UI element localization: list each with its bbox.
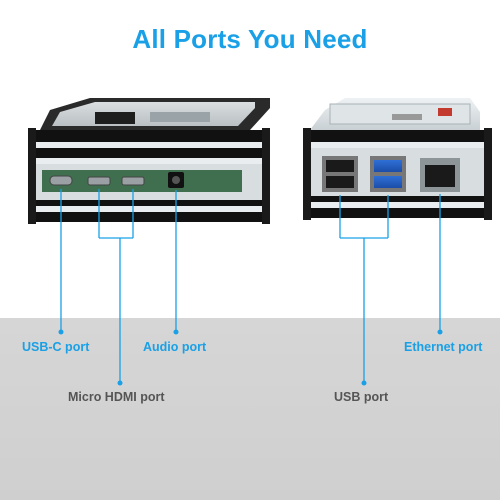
audio-port-label: Audio port [143,340,207,354]
page-title: All Ports You Need [132,24,368,54]
callout-lines [58,189,443,386]
right-case [303,98,492,220]
usb-c-port-label: USB-C port [22,340,90,354]
floor-background [0,318,500,500]
micro-hdmi-port-label: Micro HDMI port [68,390,165,404]
left-case [28,98,270,224]
ethernet-port-label: Ethernet port [404,340,483,354]
usb-port-label: USB port [334,390,389,404]
